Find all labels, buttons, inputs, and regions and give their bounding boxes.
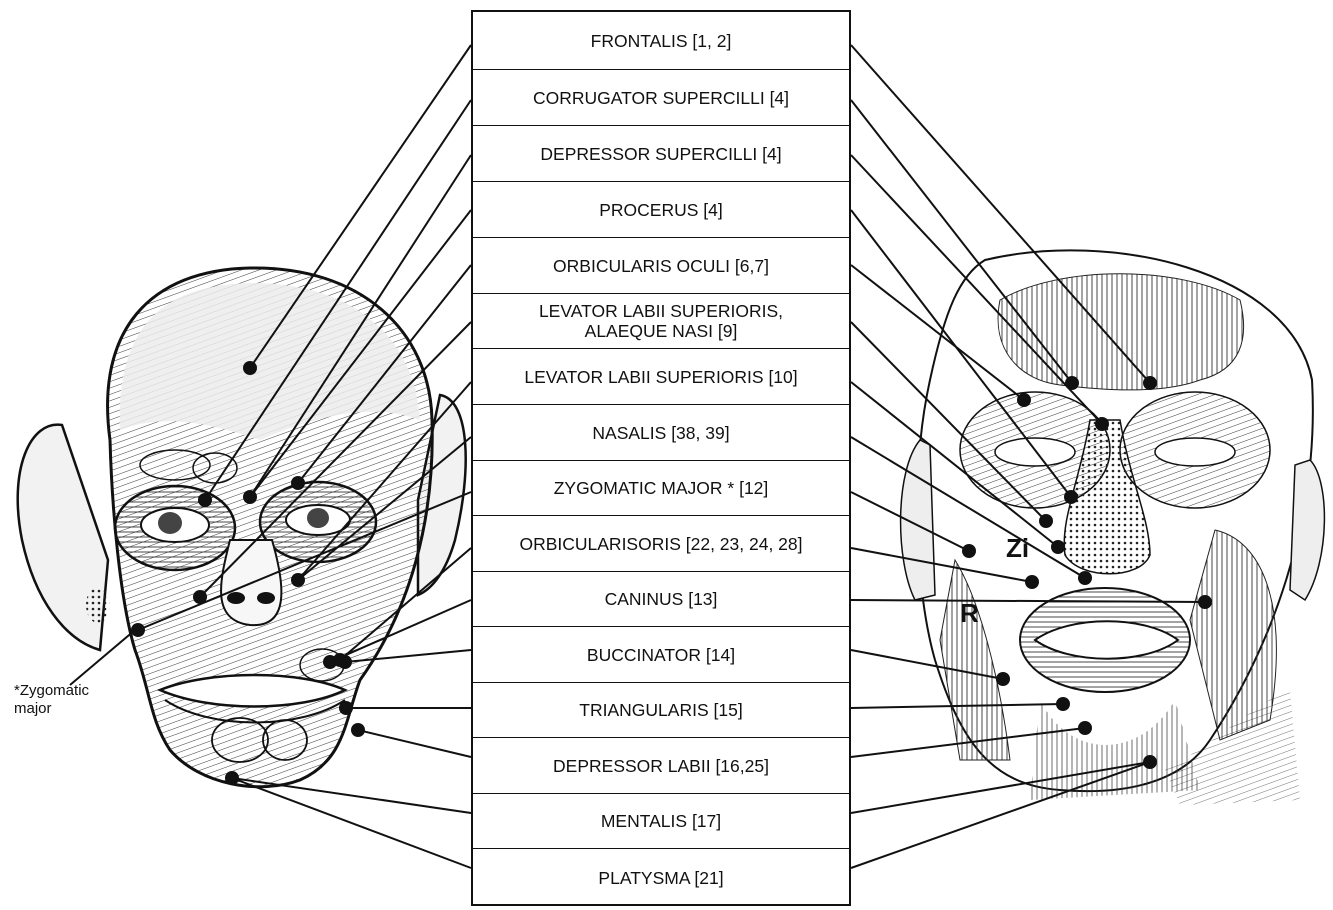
muscle-label: ORBICULARISORIS [22, 23, 24, 28] <box>473 516 849 572</box>
footnote-line: *Zygomatic <box>14 682 89 700</box>
muscle-label: FRONTALIS [1, 2] <box>473 12 849 70</box>
muscle-label: TRIANGULARIS [15] <box>473 683 849 738</box>
muscle-label: NASALIS [38, 39] <box>473 405 849 461</box>
right-face-illustration <box>901 250 1325 805</box>
left-marker-dot <box>225 771 239 785</box>
muscle-label: ORBICULARIS OCULI [6,7] <box>473 238 849 294</box>
muscle-label: CORRUGATOR SUPERCILLI [4] <box>473 70 849 126</box>
right-marker-dot <box>1095 417 1109 431</box>
left-marker-dot <box>193 590 207 604</box>
right-marker-dot <box>1039 514 1053 528</box>
left-marker-dot <box>243 490 257 504</box>
muscle-label: LEVATOR LABII SUPERIORIS, ALAEQUE NASI [… <box>473 294 849 349</box>
muscle-label: DEPRESSOR LABII [16,25] <box>473 738 849 794</box>
left-marker-dot <box>291 476 305 490</box>
left-marker-dot <box>243 361 257 375</box>
right-marker-dot <box>1143 376 1157 390</box>
right-leader-line <box>851 762 1150 868</box>
zygomatic-footnote: *Zygomatic major <box>14 682 89 718</box>
right-marker-dot <box>1025 575 1039 589</box>
muscle-label: LEVATOR LABII SUPERIORIS [10] <box>473 349 849 405</box>
left-marker-dot <box>198 493 212 507</box>
left-leader-line <box>232 778 471 868</box>
muscle-label: MENTALIS [17] <box>473 794 849 849</box>
muscle-label: DEPRESSOR SUPERCILLI [4] <box>473 126 849 182</box>
muscle-label: PROCERUS [4] <box>473 182 849 238</box>
right-marker-dot <box>962 544 976 558</box>
right-marker-dot <box>1198 595 1212 609</box>
left-marker-dot <box>339 701 353 715</box>
right-marker-dot <box>1056 697 1070 711</box>
r-annotation: R <box>960 598 979 629</box>
left-marker-dot <box>131 623 145 637</box>
zi-annotation: Zi <box>1006 533 1029 564</box>
muscle-label: PLATYSMA [21] <box>473 849 849 906</box>
right-marker-dot <box>1017 393 1031 407</box>
left-marker-dot <box>323 655 337 669</box>
right-marker-dot <box>1065 376 1079 390</box>
muscle-label: CANINUS [13] <box>473 572 849 627</box>
right-marker-dot <box>1078 721 1092 735</box>
right-marker-dot <box>1143 755 1157 769</box>
muscle-label: BUCCINATOR [14] <box>473 627 849 683</box>
footnote-line: major <box>14 700 89 718</box>
left-marker-dot <box>351 723 365 737</box>
right-marker-dot <box>996 672 1010 686</box>
left-marker-dot <box>338 655 352 669</box>
right-marker-dot <box>1078 571 1092 585</box>
muscle-label: ZYGOMATIC MAJOR * [12] <box>473 461 849 516</box>
muscle-label-table: FRONTALIS [1, 2] CORRUGATOR SUPERCILLI [… <box>471 10 851 906</box>
right-marker-dot <box>1064 490 1078 504</box>
left-leader-line <box>358 730 471 757</box>
left-marker-dot <box>291 573 305 587</box>
left-leader-line <box>232 778 471 813</box>
right-marker-dot <box>1051 540 1065 554</box>
